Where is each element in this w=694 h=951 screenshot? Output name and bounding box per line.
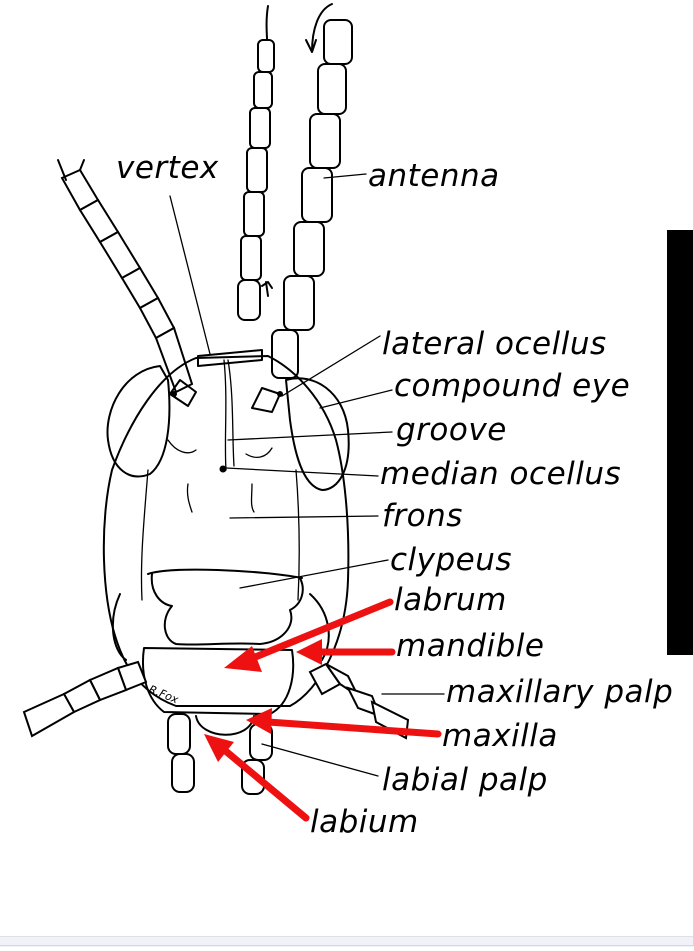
compound-eyes bbox=[106, 365, 350, 491]
red-arrows bbox=[204, 598, 442, 822]
label-labial-palp: labial palp bbox=[382, 762, 548, 798]
label-labrum: labrum bbox=[394, 582, 507, 618]
bottom-strip bbox=[0, 936, 694, 947]
maxilla-arrow bbox=[264, 718, 442, 738]
antenna-sockets bbox=[169, 379, 283, 413]
label-lateral-ocellus: lateral ocellus bbox=[382, 326, 607, 362]
label-median-ocellus: median ocellus bbox=[380, 456, 621, 492]
label-groove: groove bbox=[396, 412, 507, 448]
label-vertex: vertex bbox=[116, 150, 219, 186]
label-compound-eye: compound eye bbox=[394, 368, 630, 404]
label-maxillary-palp: maxillary palp bbox=[446, 674, 673, 710]
label-maxilla: maxilla bbox=[442, 718, 558, 754]
label-mandible: mandible bbox=[396, 628, 545, 664]
label-clypeus: clypeus bbox=[390, 542, 512, 578]
left-antenna bbox=[57, 159, 194, 394]
label-frons: frons bbox=[382, 498, 463, 534]
middle-antenna bbox=[237, 5, 275, 321]
label-labium: labium bbox=[310, 804, 419, 840]
labels: vertex antenna lateral ocellus compound … bbox=[116, 150, 673, 840]
label-antenna: antenna bbox=[368, 158, 500, 194]
leader-lines bbox=[169, 173, 445, 777]
right-antenna bbox=[271, 3, 353, 379]
labrum-arrow bbox=[244, 598, 394, 664]
head-capsule bbox=[102, 349, 350, 707]
scale-bar bbox=[667, 230, 694, 655]
labium-arrow bbox=[218, 744, 310, 822]
